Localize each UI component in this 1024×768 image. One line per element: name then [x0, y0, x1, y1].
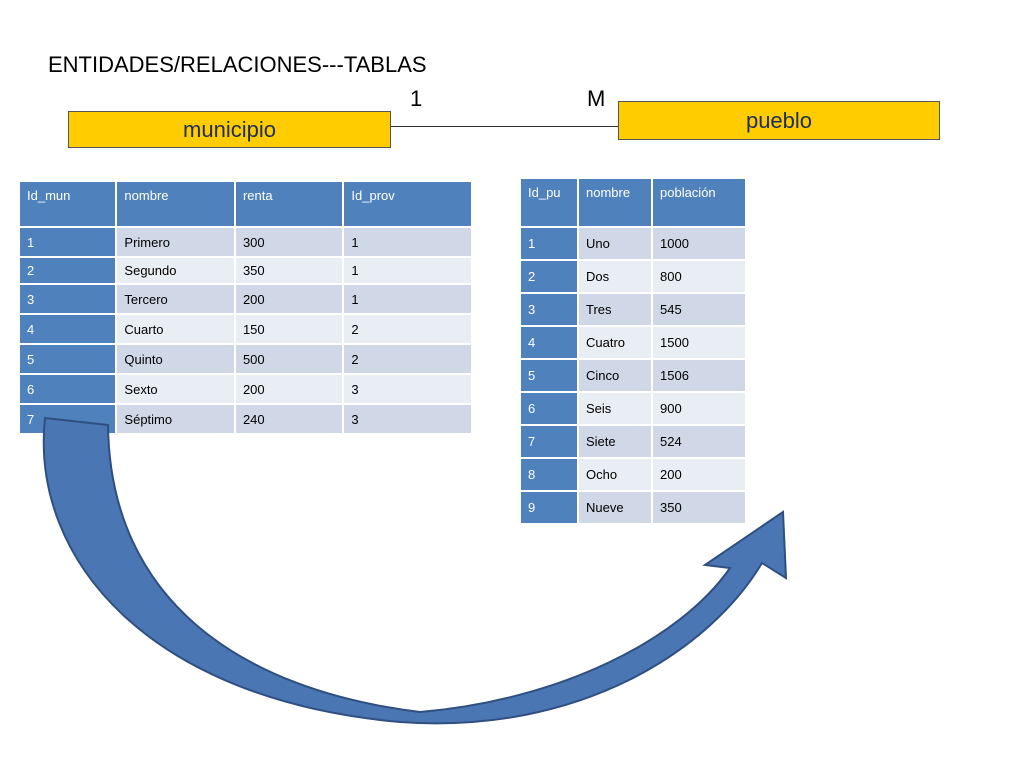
pueblo-cell: 6 [519, 391, 579, 426]
entity-municipio: municipio [68, 111, 391, 148]
pueblo-cell: 800 [651, 259, 747, 294]
municipio-header-3: Id_prov [342, 180, 473, 228]
municipio-header-2: renta [233, 180, 345, 228]
pueblo-cell: 2 [519, 259, 579, 294]
municipio-cell: Sexto [115, 373, 236, 405]
municipio-cell: 2 [342, 313, 473, 345]
municipio-cell: 1 [342, 283, 473, 315]
municipio-cell: Primero [115, 226, 236, 258]
pueblo-cell: Uno [577, 226, 653, 261]
pueblo-cell: 9 [519, 490, 579, 525]
pueblo-cell: Nueve [577, 490, 653, 525]
municipio-cell: 200 [233, 373, 345, 405]
municipio-cell: 4 [17, 313, 118, 345]
pueblo-header-0: Id_pu [519, 177, 579, 228]
relationship-line [391, 126, 619, 127]
pueblo-cell: Siete [577, 424, 653, 459]
entity-pueblo: pueblo [618, 101, 940, 140]
pueblo-cell: 1 [519, 226, 579, 261]
pueblo-cell: Ocho [577, 457, 653, 492]
municipio-cell: 1 [17, 226, 118, 258]
pueblo-cell: 1506 [651, 358, 747, 393]
municipio-header-1: nombre [115, 180, 236, 228]
municipio-cell: Séptimo [115, 403, 236, 435]
pueblo-cell: 900 [651, 391, 747, 426]
municipio-cell: 3 [342, 373, 473, 405]
municipio-cell: 1 [342, 226, 473, 258]
pueblo-cell: 3 [519, 292, 579, 327]
pueblo-header-1: nombre [577, 177, 653, 228]
pueblo-cell: 1000 [651, 226, 747, 261]
curved-arrow-shape [42, 416, 788, 725]
pueblo-cell: 200 [651, 457, 747, 492]
municipio-cell: Tercero [115, 283, 236, 315]
pueblo-cell: 7 [519, 424, 579, 459]
pueblo-cell: Cuatro [577, 325, 653, 360]
municipio-cell: 1 [342, 256, 473, 285]
municipio-cell: 6 [17, 373, 118, 405]
municipio-cell: 200 [233, 283, 345, 315]
municipio-cell: 2 [342, 343, 473, 375]
pueblo-cell: 350 [651, 490, 747, 525]
municipio-cell: 5 [17, 343, 118, 375]
pueblo-cell: 4 [519, 325, 579, 360]
pueblo-cell: Dos [577, 259, 653, 294]
pueblo-header-2: población [651, 177, 747, 228]
municipio-cell: Cuarto [115, 313, 236, 345]
municipio-cell: 240 [233, 403, 345, 435]
pueblo-cell: 524 [651, 424, 747, 459]
pueblo-cell: 545 [651, 292, 747, 327]
cardinality-many: M [587, 86, 606, 111]
municipio-cell: 2 [17, 256, 118, 285]
pueblo-cell: Tres [577, 292, 653, 327]
pueblo-cell: 5 [519, 358, 579, 393]
municipio-cell: 300 [233, 226, 345, 258]
pueblo-cell: 1500 [651, 325, 747, 360]
pueblo-cell: Cinco [577, 358, 653, 393]
pueblo-cell: Seis [577, 391, 653, 426]
municipio-cell: 500 [233, 343, 345, 375]
municipio-cell: 150 [233, 313, 345, 345]
municipio-cell: 3 [342, 403, 473, 435]
page-title: ENTIDADES/RELACIONES---TABLAS [48, 52, 427, 77]
municipio-cell: 350 [233, 256, 345, 285]
cardinality-one: 1 [410, 86, 423, 111]
municipio-cell: Quinto [115, 343, 236, 375]
municipio-cell: Segundo [115, 256, 236, 285]
municipio-cell: 3 [17, 283, 118, 315]
pueblo-cell: 8 [519, 457, 579, 492]
municipio-header-0: Id_mun [17, 180, 118, 228]
